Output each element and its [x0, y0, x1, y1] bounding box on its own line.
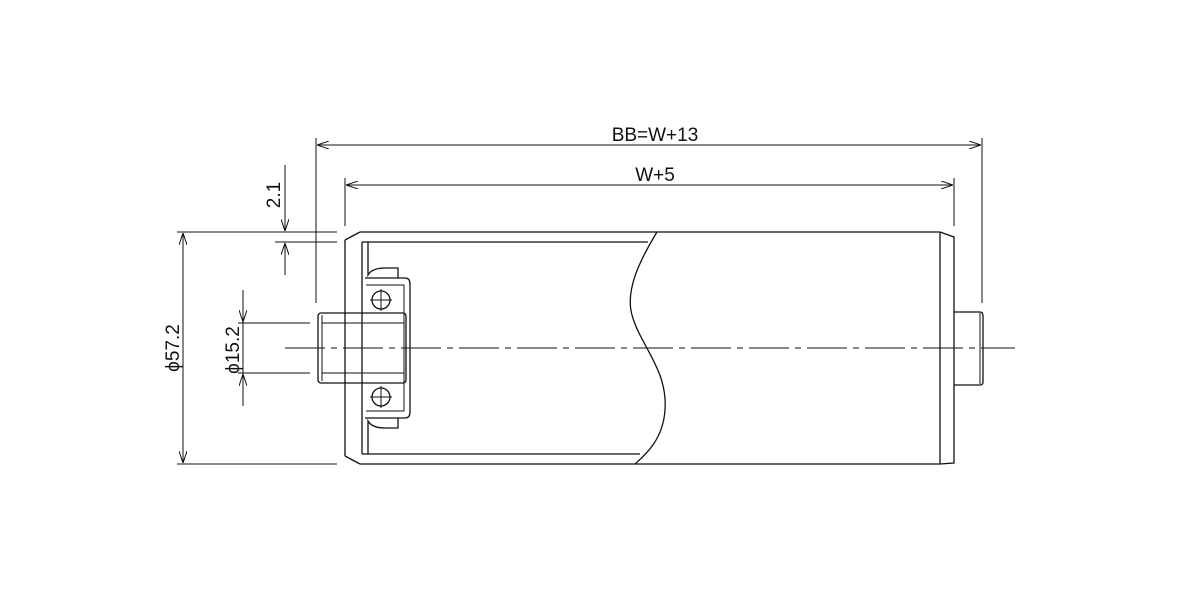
- extension-lines: [177, 138, 983, 465]
- label-tube-length: W+5: [635, 165, 675, 186]
- label-tube-diameter: ϕ57.2: [163, 324, 184, 372]
- roller-tube: [344, 231, 955, 465]
- left-shaft: [317, 312, 407, 384]
- label-chamfer: 2.1: [264, 182, 285, 208]
- label-overall-length: BB=W+13: [612, 125, 699, 146]
- end-cap: [361, 242, 411, 454]
- label-shaft-diameter: ϕ15.2: [223, 326, 244, 374]
- right-shaft: [954, 311, 984, 386]
- break-line: [629, 231, 666, 465]
